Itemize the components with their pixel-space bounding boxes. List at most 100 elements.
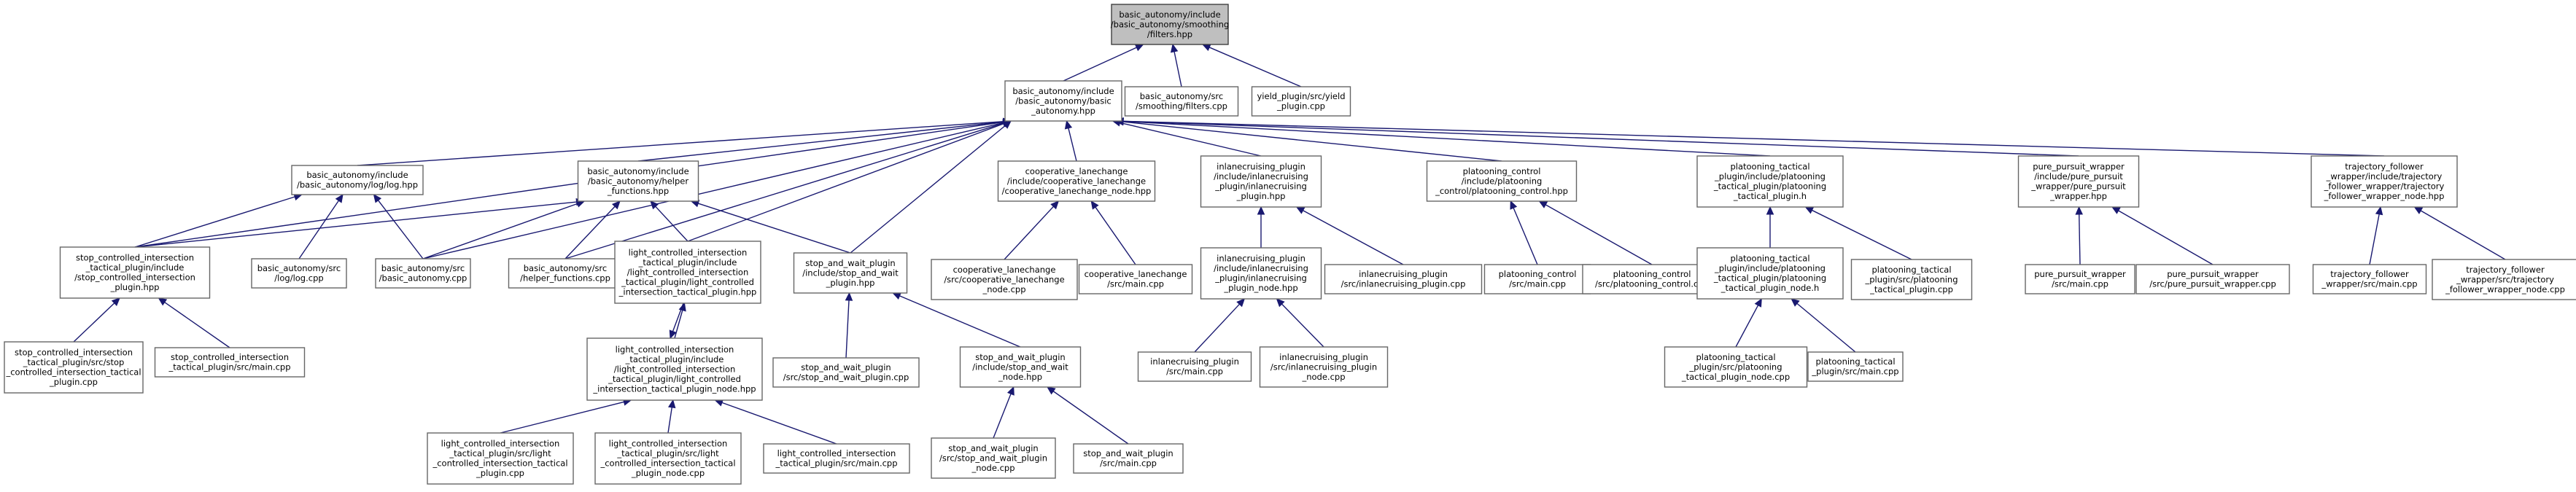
graph-node-coop-lanechange-node-cpp[interactable]: cooperative_lanechange/src/cooperative_l… — [931, 259, 1078, 300]
graph-node-stop-and-wait-cpp[interactable]: stop_and_wait_plugin/src/stop_and_wait_p… — [772, 357, 920, 388]
node-box[interactable] — [508, 258, 623, 289]
graph-node-light-controlled-node-cpp[interactable]: light_controlled_intersection_tactical_p… — [594, 432, 742, 485]
node-box[interactable] — [997, 160, 1156, 202]
node-box[interactable] — [2025, 264, 2135, 294]
node-box[interactable] — [1324, 264, 1483, 294]
graph-edge — [1276, 298, 1324, 348]
node-box[interactable] — [763, 443, 910, 474]
graph-node-inlanecruising-main-cpp[interactable]: inlanecruising_plugin/src/main.cpp — [1137, 351, 1252, 382]
node-box[interactable] — [931, 259, 1078, 300]
node-box[interactable] — [1251, 86, 1351, 117]
graph-node-filters-cpp[interactable]: basic_autonomy/src/smoothing/filters.cpp — [1124, 86, 1239, 117]
graph-node-coop-lanechange-main-cpp[interactable]: cooperative_lanechange/src/main.cpp — [1078, 264, 1193, 294]
node-box[interactable] — [1664, 346, 1808, 388]
edge-arrowhead — [1791, 298, 1800, 307]
node-box[interactable] — [594, 432, 742, 485]
node-box[interactable] — [427, 432, 574, 485]
node-box[interactable] — [1124, 86, 1239, 117]
graph-node-stop-and-wait-node-cpp[interactable]: stop_and_wait_plugin/src/stop_and_wait_p… — [931, 437, 1056, 479]
node-label-line: pure_pursuit_wrapper — [2167, 269, 2259, 279]
node-box[interactable] — [4, 341, 144, 394]
node-box[interactable] — [2312, 264, 2427, 294]
graph-node-trajectory-follower-node-cpp[interactable]: trajectory_follower_wrapper/src/trajecto… — [2432, 259, 2576, 300]
graph-edge — [2111, 206, 2214, 265]
node-box[interactable] — [1137, 351, 1252, 382]
graph-node-pure-pursuit-main-cpp[interactable]: pure_pursuit_wrapper/src/main.cpp — [2025, 264, 2135, 294]
edge-line — [500, 401, 624, 434]
node-box[interactable] — [1807, 351, 1904, 382]
graph-node-pure-pursuit-cpp[interactable]: pure_pursuit_wrapper/src/pure_pursuit_wr… — [2135, 264, 2290, 294]
node-box[interactable] — [1696, 247, 1844, 300]
node-label-line: /src/stop_and_wait_plugin — [939, 453, 1047, 463]
graph-node-platooning-tactical-h[interactable]: platooning_tactical_plugin/include/plato… — [1696, 155, 1844, 208]
node-box[interactable] — [959, 346, 1082, 388]
node-box[interactable] — [1426, 160, 1578, 202]
node-box[interactable] — [1111, 4, 1229, 45]
graph-node-coop-lanechange-hpp[interactable]: cooperative_lanechange/include/cooperati… — [997, 160, 1156, 202]
node-box[interactable] — [291, 165, 424, 195]
node-box[interactable] — [59, 246, 211, 299]
node-box[interactable] — [2135, 264, 2290, 294]
node-label-line: /light_controlled_intersection — [627, 267, 749, 277]
graph-node-light-controlled-main-cpp[interactable]: light_controlled_intersection_tactical_p… — [763, 443, 910, 474]
graph-node-basic-autonomy-hpp[interactable]: basic_autonomy/include/basic_autonomy/ba… — [1004, 80, 1122, 122]
graph-node-platooning-tactical-main-cpp[interactable]: platooning_tactical_plugin/src/main.cpp — [1807, 351, 1904, 382]
graph-node-stop-controlled-plugin-cpp[interactable]: stop_controlled_intersection_tactical_pl… — [4, 341, 144, 394]
graph-node-filters-hpp[interactable]: basic_autonomy/include/basic_autonomy/sm… — [1111, 4, 1229, 45]
node-box[interactable] — [2432, 259, 2576, 300]
node-box[interactable] — [1850, 259, 1973, 300]
graph-node-helper-hpp[interactable]: basic_autonomy/include/basic_autonomy/he… — [577, 160, 699, 202]
graph-node-log-cpp[interactable]: basic_autonomy/src/log/log.cpp — [251, 258, 347, 289]
node-box[interactable] — [1483, 264, 1591, 294]
node-label-line: trajectory_follower — [2330, 269, 2409, 279]
node-box[interactable] — [793, 252, 908, 294]
graph-node-stop-controlled-main-cpp[interactable]: stop_controlled_intersection_tactical_pl… — [154, 347, 306, 378]
graph-node-platooning-control-main-cpp[interactable]: platooning_control/src/main.cpp — [1483, 264, 1591, 294]
node-box[interactable] — [614, 241, 761, 304]
graph-node-light-controlled-cpp[interactable]: light_controlled_intersection_tactical_p… — [427, 432, 574, 485]
graph-node-log-hpp[interactable]: basic_autonomy/include/basic_autonomy/lo… — [291, 165, 424, 195]
graph-edge — [500, 398, 632, 434]
graph-node-platooning-tactical-cpp[interactable]: platooning_tactical_plugin/src/platoonin… — [1850, 259, 1973, 300]
graph-node-light-controlled-hpp[interactable]: light_controlled_intersection_tactical_p… — [614, 241, 761, 304]
graph-node-platooning-control-hpp[interactable]: platooning_control/include/platooning_co… — [1426, 160, 1578, 202]
graph-node-stop-and-wait-main-cpp[interactable]: stop_and_wait_plugin/src/main.cpp — [1073, 443, 1184, 474]
node-box[interactable] — [772, 357, 920, 388]
node-box[interactable] — [2017, 155, 2140, 208]
graph-node-light-controlled-node-hpp[interactable]: light_controlled_intersection_tactical_p… — [586, 337, 763, 401]
graph-edge — [1538, 200, 1653, 265]
graph-node-platooning-tactical-node-h[interactable]: platooning_tactical_plugin/include/plato… — [1696, 247, 1844, 300]
node-box[interactable] — [154, 347, 306, 378]
graph-node-stop-and-wait-node-hpp[interactable]: stop_and_wait_plugin/include/stop_and_wa… — [959, 346, 1082, 388]
node-box[interactable] — [375, 258, 471, 289]
graph-node-pure-pursuit-hpp[interactable]: pure_pursuit_wrapper/include/pure_pursui… — [2017, 155, 2140, 208]
graph-node-basic-autonomy-cpp[interactable]: basic_autonomy/src/basic_autonomy.cpp — [375, 258, 471, 289]
node-box[interactable] — [1200, 155, 1322, 208]
graph-node-trajectory-follower-main-cpp[interactable]: trajectory_follower_wrapper/src/main.cpp — [2312, 264, 2427, 294]
node-box[interactable] — [1200, 247, 1322, 300]
node-box[interactable] — [1259, 346, 1389, 388]
node-box[interactable] — [586, 337, 763, 401]
node-box[interactable] — [577, 160, 699, 202]
graph-node-inlanecruising-cpp[interactable]: inlanecruising_plugin/src/inlanecruising… — [1324, 264, 1483, 294]
graph-node-inlanecruising-node-cpp[interactable]: inlanecruising_plugin/src/inlanecruising… — [1259, 346, 1389, 388]
graph-node-trajectory-follower-hpp[interactable]: trajectory_follower_wrapper/include/traj… — [2311, 155, 2458, 208]
graph-node-stop-controlled-hpp[interactable]: stop_controlled_intersection_tactical_pl… — [59, 246, 211, 299]
graph-node-inlanecruising-hpp[interactable]: inlanecruising_plugin/include/inlanecrui… — [1200, 155, 1322, 208]
node-box[interactable] — [1004, 80, 1122, 122]
node-box[interactable] — [1696, 155, 1844, 208]
node-box[interactable] — [251, 258, 347, 289]
graph-node-helper-cpp[interactable]: basic_autonomy/src/helper_functions.cpp — [508, 258, 623, 289]
edge-line — [1209, 47, 1302, 87]
graph-node-platooning-tactical-node-cpp[interactable]: platooning_tactical_plugin/src/platoonin… — [1664, 346, 1808, 388]
node-box[interactable] — [931, 437, 1056, 479]
graph-node-inlanecruising-node-hpp[interactable]: inlanecruising_plugin/include/inlanecrui… — [1200, 247, 1322, 300]
graph-node-yield-cpp[interactable]: yield_plugin/src/yield_plugin.cpp — [1251, 86, 1351, 117]
node-box[interactable] — [2311, 155, 2458, 208]
node-box[interactable] — [1073, 443, 1184, 474]
node-box[interactable] — [1078, 264, 1193, 294]
edge-line — [1122, 121, 1502, 162]
edge-line — [1095, 206, 1136, 265]
graph-node-stop-and-wait-hpp[interactable]: stop_and_wait_plugin/include/stop_and_wa… — [793, 252, 908, 294]
